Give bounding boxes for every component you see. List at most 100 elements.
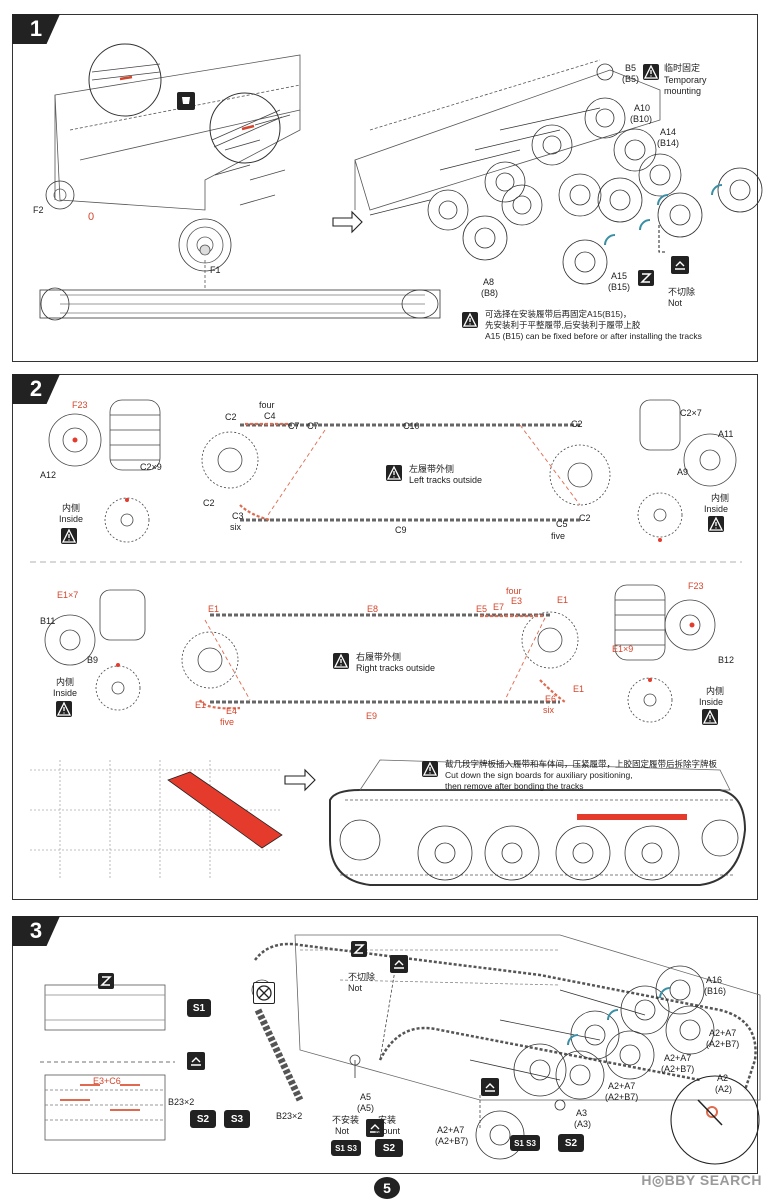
label-five-r: five xyxy=(220,717,235,727)
sign-board-en1: Cut down the sign boards for auxiliary p… xyxy=(445,770,633,780)
warning-icon xyxy=(422,761,438,777)
right-tracks-en: Right tracks outside xyxy=(356,663,436,673)
label-b23x2b: B23×2 xyxy=(276,1111,303,1121)
label-b23x2: B23×2 xyxy=(168,1097,195,1107)
bucket-icon xyxy=(177,92,195,110)
right-tracks-cn: 右履带外侧 xyxy=(356,652,402,662)
label-four-r: four xyxy=(506,586,522,596)
label-five: five xyxy=(551,531,566,541)
label-a15b: (B15) xyxy=(608,282,631,292)
label-c2b: C2 xyxy=(571,419,583,429)
label-a2b: (A2) xyxy=(715,1084,733,1094)
step1-note-en: A15 (B15) can be fixed before or after i… xyxy=(485,331,702,341)
label-f1: F1 xyxy=(210,265,221,275)
label-e1b: E1 xyxy=(557,595,569,605)
label-a2b7-b: (A2+B7) xyxy=(706,1039,740,1049)
label-c2x7: C2×7 xyxy=(680,408,702,418)
label-e7: E7 xyxy=(493,602,505,612)
label-e4: E4 xyxy=(226,706,238,716)
step1-note-cn2: 先安装利于平整履带,后安装利于履带上胶 xyxy=(485,320,641,330)
not-mount-en: Not xyxy=(335,1126,350,1136)
watermark: H◎BBY SEARCH xyxy=(641,1172,762,1188)
warning-icon xyxy=(56,701,72,717)
label-c5: C5 xyxy=(556,519,568,529)
inside2-en-r: Inside xyxy=(699,697,724,707)
label-a2a7-b: A2+A7 xyxy=(709,1028,737,1038)
temporary-mounting-en2: mounting xyxy=(664,86,702,96)
no-glue-icon xyxy=(253,982,275,1004)
label-a9: A9 xyxy=(677,467,689,477)
label-a14: A14 xyxy=(660,127,677,137)
left-tracks-cn: 左履带外侧 xyxy=(409,464,455,474)
cut-icon xyxy=(481,1078,499,1096)
label-e8: E8 xyxy=(367,604,379,614)
step-1-drawing xyxy=(39,43,763,321)
not-mount-cn: 不安装 xyxy=(332,1115,360,1125)
temporary-mounting-en1: Temporary xyxy=(664,75,707,85)
sprue-tag-s2-b: S2 xyxy=(375,1139,403,1157)
not-cut-en: Not xyxy=(668,298,683,308)
cut-icon xyxy=(187,1052,205,1070)
step-number: 3 xyxy=(12,916,60,946)
label-e1x9: E1×9 xyxy=(612,644,634,654)
warning-icon xyxy=(708,516,724,532)
step-2-panel: 2 xyxy=(12,374,758,900)
label-a16b: (B16) xyxy=(704,986,727,996)
label-e3: E3 xyxy=(511,596,523,606)
warning-icon xyxy=(386,465,402,481)
mount-en: Mount xyxy=(375,1126,401,1136)
label-c2d: C2 xyxy=(579,513,591,523)
label-e1d: E1 xyxy=(573,684,585,694)
sprue-tag-s3: S3 xyxy=(224,1110,250,1128)
cut-icon xyxy=(366,1119,384,1137)
sprue-tag-s2: S2 xyxy=(190,1110,216,1128)
label-f23-r: F23 xyxy=(688,581,704,591)
inside2-cn-r: 内侧 xyxy=(706,686,725,696)
label-a2a7-d: A2+A7 xyxy=(608,1081,636,1091)
not-cut-en: Not xyxy=(348,983,363,993)
sprue-tag-s1s3: S1 S3 xyxy=(331,1140,361,1156)
label-a3: A3 xyxy=(576,1108,588,1118)
label-a12: A12 xyxy=(40,470,57,480)
label-zero: 0 xyxy=(88,211,95,223)
label-a15: A15 xyxy=(611,271,628,281)
label-a2: A2 xyxy=(717,1073,729,1083)
label-b11: B11 xyxy=(40,616,56,626)
glue-icon xyxy=(638,270,654,286)
label-e6: E6 xyxy=(545,694,557,704)
glue-icon xyxy=(98,973,114,989)
temporary-mounting-cn: 临时固定 xyxy=(664,63,701,73)
label-six: six xyxy=(230,522,241,532)
step-3-panel: 3 xyxy=(12,916,758,1174)
sign-board-en2: then remove after bonding the tracks xyxy=(445,781,584,791)
cut-icon xyxy=(390,955,408,973)
label-six-r: six xyxy=(543,705,554,715)
inside2-en: Inside xyxy=(704,504,729,514)
label-a2b7-d: (A2+B7) xyxy=(605,1092,639,1102)
label-c10: C10 xyxy=(403,421,420,431)
label-f23: F23 xyxy=(72,400,88,410)
label-b5b: (B5) xyxy=(622,74,640,84)
warning-icon xyxy=(643,64,659,80)
label-e3c6: E3+C6 xyxy=(93,1076,121,1086)
label-c2a: C2 xyxy=(225,412,237,422)
label-a16: A16 xyxy=(706,975,723,985)
label-a10b: (B10) xyxy=(630,114,653,124)
label-c2x9: C2×9 xyxy=(140,462,162,472)
label-c3: C3 xyxy=(232,511,244,521)
label-a5: A5 xyxy=(360,1092,372,1102)
inside2-cn: 内侧 xyxy=(711,493,730,503)
inside-cn-r: 内侧 xyxy=(56,677,75,687)
label-a11: A11 xyxy=(718,429,734,439)
label-c4: C4 xyxy=(264,411,276,421)
label-a2a7-c: A2+A7 xyxy=(664,1053,692,1063)
inside-en-r: Inside xyxy=(53,688,78,698)
label-c9: C9 xyxy=(395,525,407,535)
label-a5b: (A5) xyxy=(357,1103,375,1113)
label-e5: E5 xyxy=(476,604,488,614)
not-cut-cn: 不切除 xyxy=(348,972,376,982)
step1-note-cn1: 可选择在安装履带后再固定A15(B15)， xyxy=(485,309,632,319)
label-a8b: (B8) xyxy=(481,288,499,298)
left-tracks-en: Left tracks outside xyxy=(409,475,483,485)
